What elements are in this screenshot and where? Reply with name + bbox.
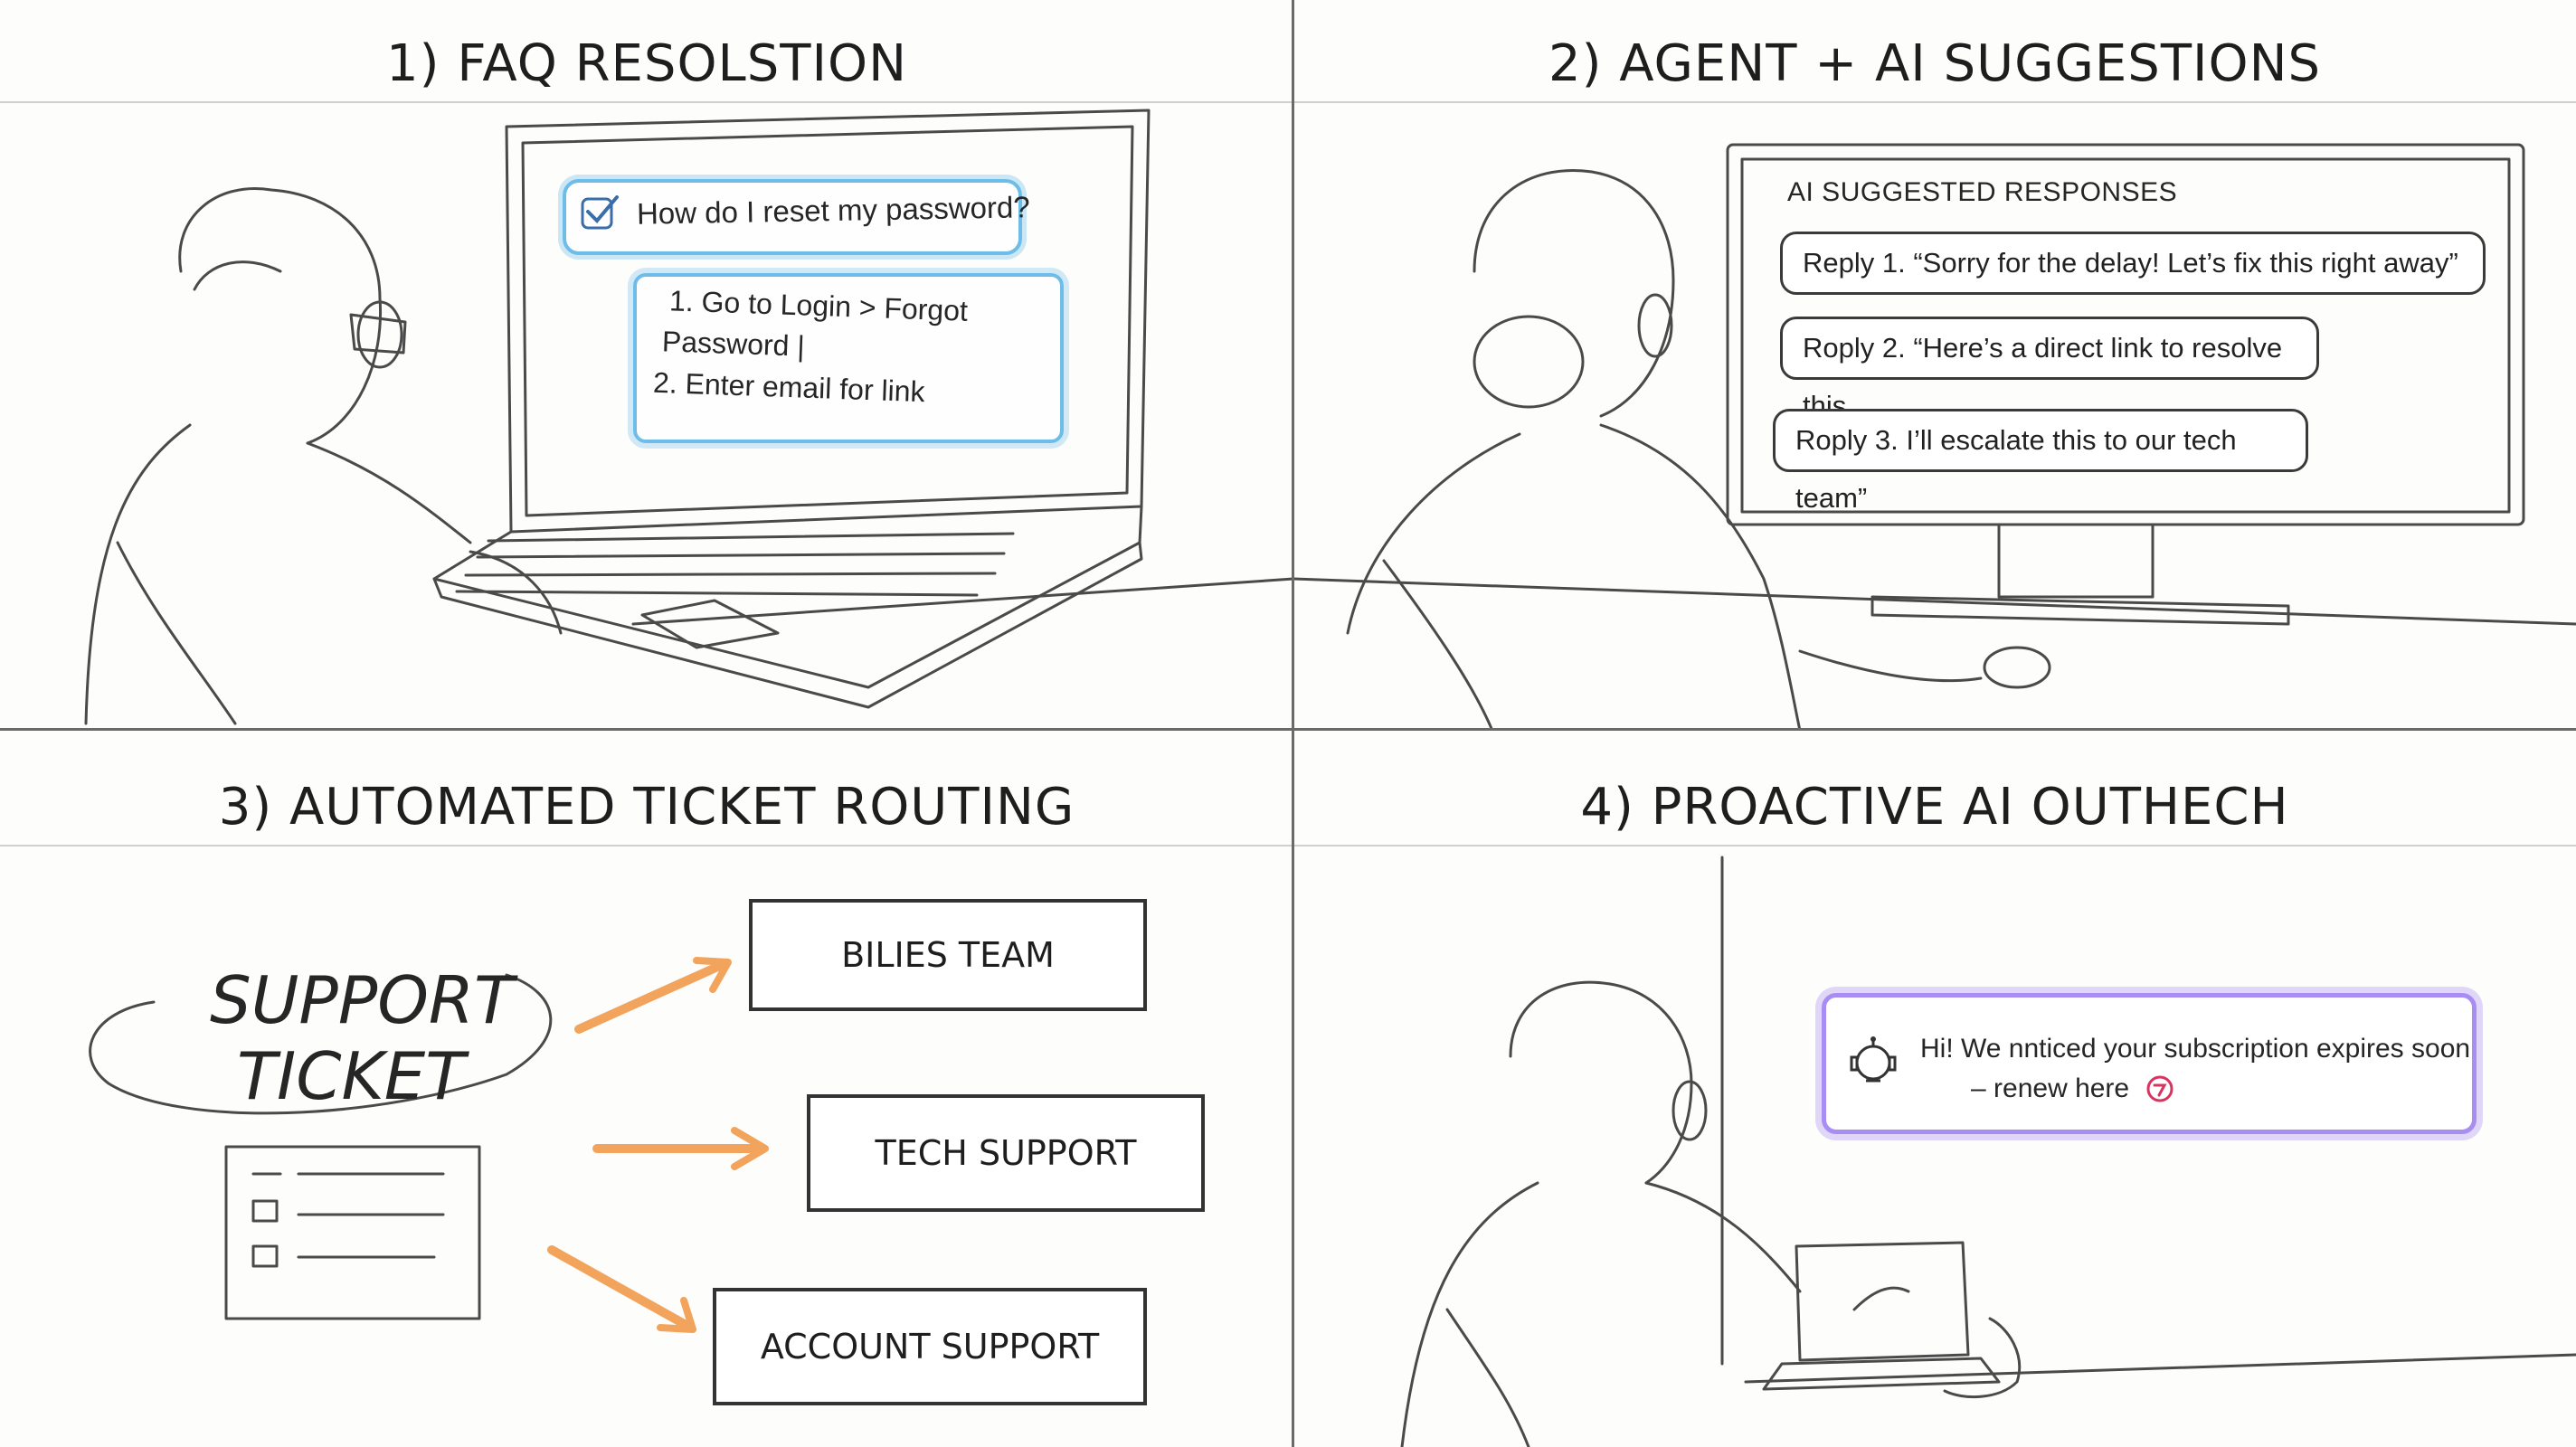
- person-at-laptop-sketch: [84, 109, 1293, 725]
- agent-at-monitor-sketch: [1293, 143, 2576, 731]
- support-ticket-label-line-1: SUPPORT: [210, 962, 514, 1038]
- panel-agent-ai-suggestions: 2) AGENT + AI SUGGESTIONS AI SUGGESTED R…: [1293, 0, 2576, 731]
- panel-title: 3) AUTOMATED TICKET ROUTING: [218, 778, 1075, 837]
- panel-faq-resolution: 1) FAQ RESOLSTION How do I reset my pa: [0, 0, 1293, 731]
- link-icon[interactable]: [2145, 1073, 2175, 1104]
- faq-answer-line-2: Password |: [661, 325, 806, 363]
- reply-suggestion-2[interactable]: Roply 2. “Here’s a direct link to resolv…: [1780, 317, 2319, 421]
- billing-team-box: BILIES TEAM: [749, 899, 1147, 1011]
- panel-automated-ticket-routing: 3) AUTOMATED TICKET ROUTING SUPPORT TICK…: [0, 731, 1293, 1447]
- panel-proactive-ai-outreach: 4) PROACTIVE AI OUTHECH Hi! We nnticed y…: [1293, 731, 2576, 1447]
- reply-suggestion-1[interactable]: Reply 1. “Sorry for the delay! Let’s fix…: [1780, 232, 2486, 295]
- support-ticket-label-line-2: TICKET: [237, 1038, 466, 1114]
- vertical-divider: [1292, 0, 1294, 1447]
- robot-icon: [1850, 1036, 1897, 1083]
- notification-line-2: – renew here: [1971, 1073, 2130, 1103]
- notification-line-1: Hi! We nnticed your subscription expires…: [1920, 1034, 2471, 1064]
- faq-question-bubble: [563, 179, 1022, 255]
- title-rule: [1293, 845, 2576, 846]
- ai-suggested-header: AI SUGGESTED RESPONSES: [1787, 177, 2178, 207]
- title-rule: [0, 845, 1293, 846]
- panel-title: 2) AGENT + AI SUGGESTIONS: [1548, 34, 2322, 93]
- reply-suggestion-3[interactable]: Roply 3. I’ll escalate this to our tech …: [1773, 409, 2308, 514]
- account-support-box: ACCOUNT SUPPORT: [713, 1288, 1147, 1405]
- proactive-notification[interactable]: Hi! We nnticed your subscription expires…: [1822, 993, 2477, 1134]
- panel-title: 1) FAQ RESOLSTION: [386, 34, 907, 93]
- panel-title: 4) PROACTIVE AI OUTHECH: [1580, 778, 2289, 837]
- horizontal-divider: [0, 728, 2576, 731]
- routing-sketch: [89, 957, 769, 1333]
- faq-question-text: How do I reset my password?: [636, 190, 1030, 231]
- title-rule: [1293, 101, 2576, 103]
- faq-answer-bubble: [633, 273, 1064, 443]
- check-icon: [581, 195, 619, 230]
- tech-support-box: TECH SUPPORT: [807, 1094, 1205, 1212]
- person-outreach-sketch: [1400, 856, 2576, 1447]
- title-rule: [0, 101, 1293, 103]
